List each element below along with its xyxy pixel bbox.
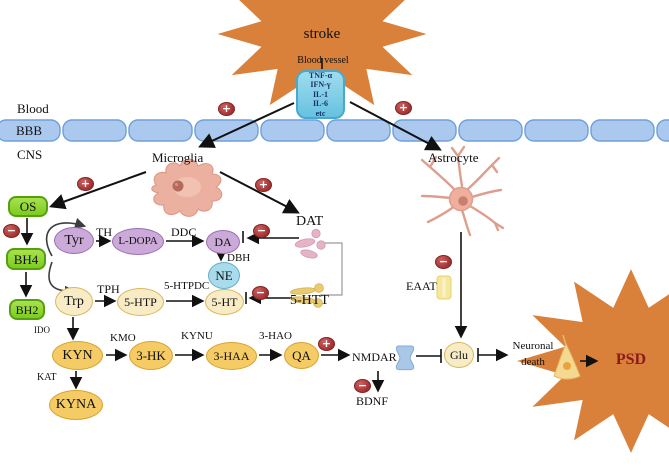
microglia-label: Microglia <box>152 150 204 165</box>
dat-label: DAT <box>296 214 324 229</box>
pathway-arrows <box>19 58 599 393</box>
neuronal-death-line2: death <box>521 355 545 368</box>
minus-sign: − <box>354 379 371 393</box>
neuron-icon <box>553 334 581 380</box>
node-bh2: BH2 <box>9 299 45 320</box>
astrocyte-cell-icon <box>420 145 505 237</box>
astrocyte-label: Astrocyte <box>428 150 479 165</box>
bbb-cell-row <box>0 119 669 142</box>
blood-vessel-label: Blood vessel <box>297 55 349 66</box>
cns-region-label: CNS <box>17 147 43 162</box>
cytokine-etc: etc <box>315 108 326 118</box>
node-tyr: Tyr <box>54 227 94 254</box>
enzyme-kynu-label: KYNU <box>181 330 213 342</box>
microglia-cell-icon <box>151 158 223 217</box>
cytokine-tnf: TNF-α <box>308 70 333 80</box>
enzyme-th-label: TH <box>96 225 112 239</box>
stroke-label: stroke <box>303 26 341 42</box>
blood-region-label: Blood <box>17 101 49 116</box>
transporter-bracket <box>318 242 343 296</box>
enzyme-dbh-label: DBH <box>227 252 251 264</box>
cytokine-ifn: IFN-γ <box>310 80 331 90</box>
enzyme-kmo-label: KMO <box>110 332 136 344</box>
cytokine-il6: IL-6 <box>312 99 329 109</box>
minus-sign: − <box>3 224 20 238</box>
node-ne: NE <box>208 262 240 289</box>
minus-sign: − <box>252 286 269 300</box>
serotonin-transporter-icon <box>290 283 324 308</box>
node-5-htp: 5-HTP <box>117 288 164 316</box>
node-trp: Trp <box>55 287 93 316</box>
eaat-transporter-icon <box>436 275 452 300</box>
node-3-haa: 3-HAA <box>206 342 257 370</box>
node-3-hk: 3-HK <box>129 341 173 370</box>
neuronal-death-label: Neuronal death <box>508 339 558 371</box>
node-5-ht: 5-HT <box>205 289 244 315</box>
node-kyn: KYN <box>52 341 103 370</box>
node-l-dopa: L-DOPA <box>112 228 164 255</box>
blood-vessel-icon: TNF-α IFN-γ IL-1 IL-6 etc <box>296 70 345 119</box>
enzyme-ddc-label: DDC <box>171 225 197 239</box>
minus-sign: − <box>253 224 270 238</box>
enzyme-ido-label: IDO <box>34 325 50 335</box>
enzyme-3-hao-label: 3-HAO <box>259 330 292 342</box>
enzyme-5-htpdc-label: 5-HTPDC <box>164 280 210 292</box>
dat-transporter-icon <box>294 228 326 259</box>
enzyme-kat-label: KAT <box>37 372 57 383</box>
plus-sign: + <box>255 178 272 192</box>
nmdar-label: NMDAR <box>352 350 397 364</box>
plus-sign: + <box>77 177 94 191</box>
neuronal-death-line1: Neuronal <box>512 340 554 352</box>
bbb-label: BBB <box>16 123 43 138</box>
cytokine-il1: IL-1 <box>312 89 329 99</box>
node-glu: Glu <box>444 342 474 368</box>
minus-sign: − <box>435 255 452 269</box>
plus-sign: + <box>395 101 412 115</box>
bdnf-label: BDNF <box>356 394 389 408</box>
psd-label: PSD <box>615 351 647 368</box>
node-bh4: BH4 <box>6 248 46 270</box>
node-os: OS <box>8 196 48 217</box>
node-da: DA <box>206 230 240 254</box>
plus-sign: + <box>318 337 335 351</box>
5-htt-label: 5-HTT <box>290 293 329 308</box>
node-kyna: KYNA <box>49 390 103 420</box>
plus-sign: + <box>218 102 235 116</box>
enzyme-tph-label: TPH <box>97 282 120 296</box>
eaat-label: EAAT <box>406 279 437 293</box>
node-qa: QA <box>284 342 319 369</box>
nmdar-channel-icon <box>395 345 415 371</box>
